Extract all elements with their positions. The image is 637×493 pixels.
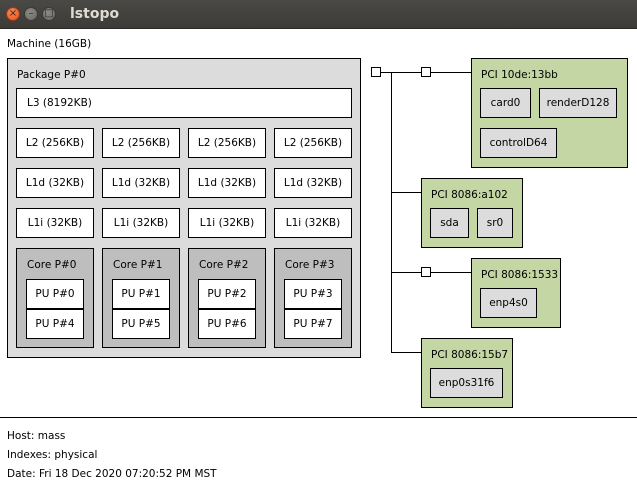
l1d-cache-box: L1d (32KB) [16, 168, 94, 198]
pci-device-label: PCI 10de:13bb [481, 69, 558, 81]
bus-line [391, 272, 471, 273]
window-title: lstopo [70, 6, 120, 22]
core-label: Core P#2 [199, 259, 249, 271]
pu-box: PU P#2 [198, 279, 256, 309]
bus-line [391, 352, 421, 353]
os-device-box: enp4s0 [480, 288, 537, 318]
os-device-box: controlD64 [480, 128, 557, 158]
bus-line [391, 192, 421, 193]
l3-cache-box: L3 (8192KB) [16, 88, 352, 118]
l2-cache-box: L2 (256KB) [188, 128, 266, 158]
l2-cache-label: L2 (256KB) [111, 137, 171, 149]
maximize-icon: □ [44, 8, 54, 19]
pu-label: PU P#7 [293, 318, 333, 330]
l1i-cache-box: L1i (32KB) [274, 208, 352, 238]
os-device-box: sr0 [477, 208, 513, 238]
l1d-cache-label: L1d (32KB) [25, 177, 85, 189]
l1d-cache-box: L1d (32KB) [102, 168, 180, 198]
package-label: Package P#0 [17, 69, 86, 81]
l1i-cache-label: L1i (32KB) [27, 217, 83, 229]
legend-indexes: Indexes: physical [7, 449, 98, 461]
host-bridge-port [371, 67, 381, 77]
legend-host: Host: mass [7, 430, 66, 442]
os-device-label: sr0 [486, 217, 504, 229]
minimize-window-button[interactable]: – [24, 7, 38, 21]
pu-box: PU P#5 [112, 309, 170, 339]
l1d-cache-label: L1d (32KB) [111, 177, 171, 189]
core-label: Core P#3 [285, 259, 335, 271]
os-device-box: card0 [480, 88, 531, 118]
core-label: Core P#0 [27, 259, 77, 271]
pu-label: PU P#6 [207, 318, 247, 330]
pci-device-label: PCI 8086:a102 [431, 189, 508, 201]
pci-device-label: PCI 8086:15b7 [431, 349, 509, 361]
pu-label: PU P#4 [35, 318, 75, 330]
pu-box: PU P#6 [198, 309, 256, 339]
pu-label: PU P#2 [207, 288, 247, 300]
l2-cache-label: L2 (256KB) [197, 137, 257, 149]
l1d-cache-label: L1d (32KB) [197, 177, 257, 189]
pci-device-label: PCI 8086:1533 [481, 269, 559, 281]
close-icon: × [8, 8, 18, 19]
pu-box: PU P#4 [26, 309, 84, 339]
l2-cache-box: L2 (256KB) [16, 128, 94, 158]
machine-label: Machine (16GB) [7, 38, 92, 50]
os-device-label: controlD64 [489, 137, 548, 149]
l1d-cache-box: L1d (32KB) [188, 168, 266, 198]
os-device-box: enp0s31f6 [430, 368, 503, 398]
l2-cache-box: L2 (256KB) [102, 128, 180, 158]
pu-box: PU P#3 [284, 279, 342, 309]
l1i-cache-box: L1i (32KB) [102, 208, 180, 238]
l2-cache-box: L2 (256KB) [274, 128, 352, 158]
pci-bridge-port [421, 67, 431, 77]
pci-bridge-port [421, 267, 431, 277]
os-device-label: renderD128 [546, 97, 610, 109]
legend-date: Date: Fri 18 Dec 2020 07:20:52 PM MST [7, 468, 217, 480]
legend-panel: Host: mass Indexes: physical Date: Fri 1… [0, 417, 637, 493]
pu-box: PU P#0 [26, 279, 84, 309]
l1d-cache-label: L1d (32KB) [283, 177, 343, 189]
l1d-cache-box: L1d (32KB) [274, 168, 352, 198]
os-device-label: card0 [490, 97, 521, 109]
maximize-window-button[interactable]: □ [42, 7, 56, 21]
pu-label: PU P#0 [35, 288, 75, 300]
pu-label: PU P#5 [121, 318, 161, 330]
l3-cache-label: L3 (8192KB) [27, 97, 92, 109]
pu-label: PU P#3 [293, 288, 333, 300]
l1i-cache-box: L1i (32KB) [16, 208, 94, 238]
pu-box: PU P#1 [112, 279, 170, 309]
os-device-label: sda [440, 217, 459, 229]
os-device-box: sda [430, 208, 469, 238]
minimize-icon: – [28, 8, 34, 19]
window-titlebar: × – □ lstopo [0, 0, 637, 29]
l1i-cache-label: L1i (32KB) [113, 217, 169, 229]
core-label: Core P#1 [113, 259, 163, 271]
l1i-cache-box: L1i (32KB) [188, 208, 266, 238]
os-device-label: enp0s31f6 [438, 377, 495, 389]
os-device-box: renderD128 [539, 88, 617, 118]
l2-cache-label: L2 (256KB) [283, 137, 343, 149]
pu-label: PU P#1 [121, 288, 161, 300]
l1i-cache-label: L1i (32KB) [199, 217, 255, 229]
close-window-button[interactable]: × [6, 7, 20, 21]
l2-cache-label: L2 (256KB) [25, 137, 85, 149]
os-device-label: enp4s0 [489, 297, 528, 309]
bus-line [391, 72, 392, 353]
pu-box: PU P#7 [284, 309, 342, 339]
l1i-cache-label: L1i (32KB) [285, 217, 341, 229]
